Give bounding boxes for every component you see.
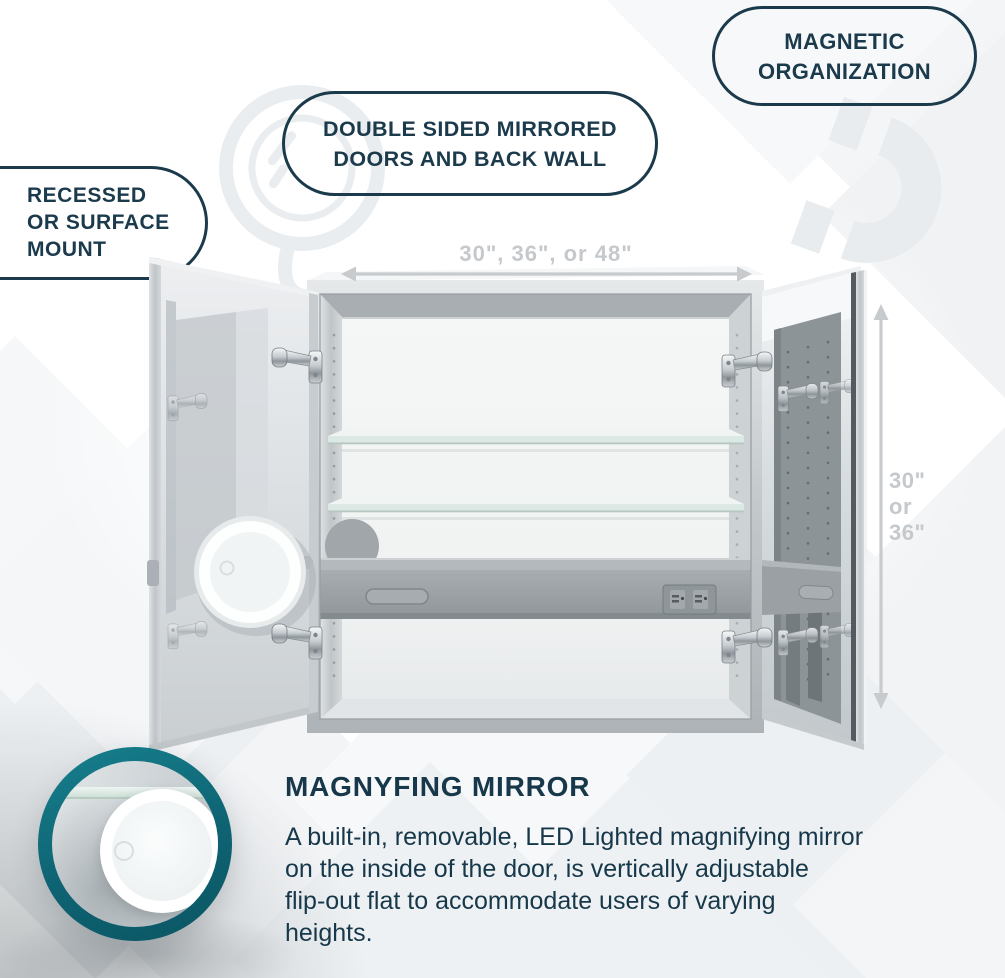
magnet-icon — [790, 96, 942, 263]
callout-magnetic-text: MAGNETIC ORGANIZATION — [715, 27, 974, 87]
feature-body-line: on the inside of the door, is vertically… — [285, 855, 809, 883]
height-dimension-label: 30" or 36" — [889, 468, 925, 546]
feature-body-line: heights. — [285, 919, 373, 947]
callout-line: DOORS AND BACK WALL — [333, 147, 607, 171]
callout-line: MOUNT — [27, 238, 107, 261]
cabinet-ceiling — [320, 294, 751, 317]
height-dimension-arrow — [873, 304, 889, 709]
feature-body: A built-in, removable, LED Lighted magni… — [285, 821, 863, 949]
feature-heading: MAGNYFING MIRROR — [285, 771, 591, 802]
feature-body-line: A built-in, removable, LED Lighted magni… — [285, 823, 864, 851]
led-mirror — [100, 789, 218, 913]
magnetic-strip — [808, 602, 822, 702]
power-outlet — [662, 584, 717, 615]
dimension-arrows — [341, 266, 889, 709]
left-door — [147, 257, 318, 752]
callout-line: DOUBLE SIDED MIRRORED — [323, 117, 617, 141]
callout-line: ORGANIZATION — [757, 59, 932, 84]
callout-recessed-mount: RECESSED OR SURFACE MOUNT — [0, 166, 208, 280]
callout-recessed-mount-text: RECESSED OR SURFACE MOUNT — [27, 182, 170, 263]
reflected-side-panel — [762, 312, 856, 724]
magnifying-mirror-inset — [38, 747, 232, 941]
rail-slot — [798, 584, 834, 601]
callout-double-sided-mirrors: DOUBLE SIDED MIRRORED DOORS AND BACK WAL… — [282, 91, 658, 196]
height-label-line: 36" — [889, 520, 926, 545]
mirror-inset-photo — [52, 761, 218, 927]
feature-body-line: flip-out flat to accommodate users of va… — [285, 887, 776, 915]
callout-magnetic-organization: MAGNETIC ORGANIZATION — [712, 6, 977, 106]
rail-slot — [365, 588, 429, 605]
callout-line: OR SURFACE — [27, 211, 170, 234]
callout-double-sided-text: DOUBLE SIDED MIRRORED DOORS AND BACK WAL… — [285, 114, 655, 174]
cabinet-body — [307, 266, 764, 733]
width-dimension-arrow — [341, 266, 752, 282]
callout-line: RECESSED — [27, 184, 147, 207]
cabinet-floor — [320, 699, 751, 719]
inset-shadow — [0, 910, 300, 978]
magnifying-mirror — [194, 516, 316, 636]
glass-shelf-lower — [328, 497, 744, 520]
left-door-outer-edge — [149, 257, 161, 752]
callout-line: MAGNETIC — [784, 29, 905, 54]
touch-sensor-dot — [219, 560, 235, 576]
right-door — [762, 266, 867, 750]
touch-sensor-dot — [114, 841, 134, 861]
door-bracket — [147, 560, 159, 586]
magnetic-strip — [786, 608, 800, 706]
glass-shelf-upper — [328, 429, 744, 452]
height-label-line: or — [889, 494, 912, 519]
utility-rail — [320, 558, 751, 619]
width-dimension-label: 30", 36", or 48" — [459, 241, 633, 266]
height-label-line: 30" — [889, 468, 926, 493]
